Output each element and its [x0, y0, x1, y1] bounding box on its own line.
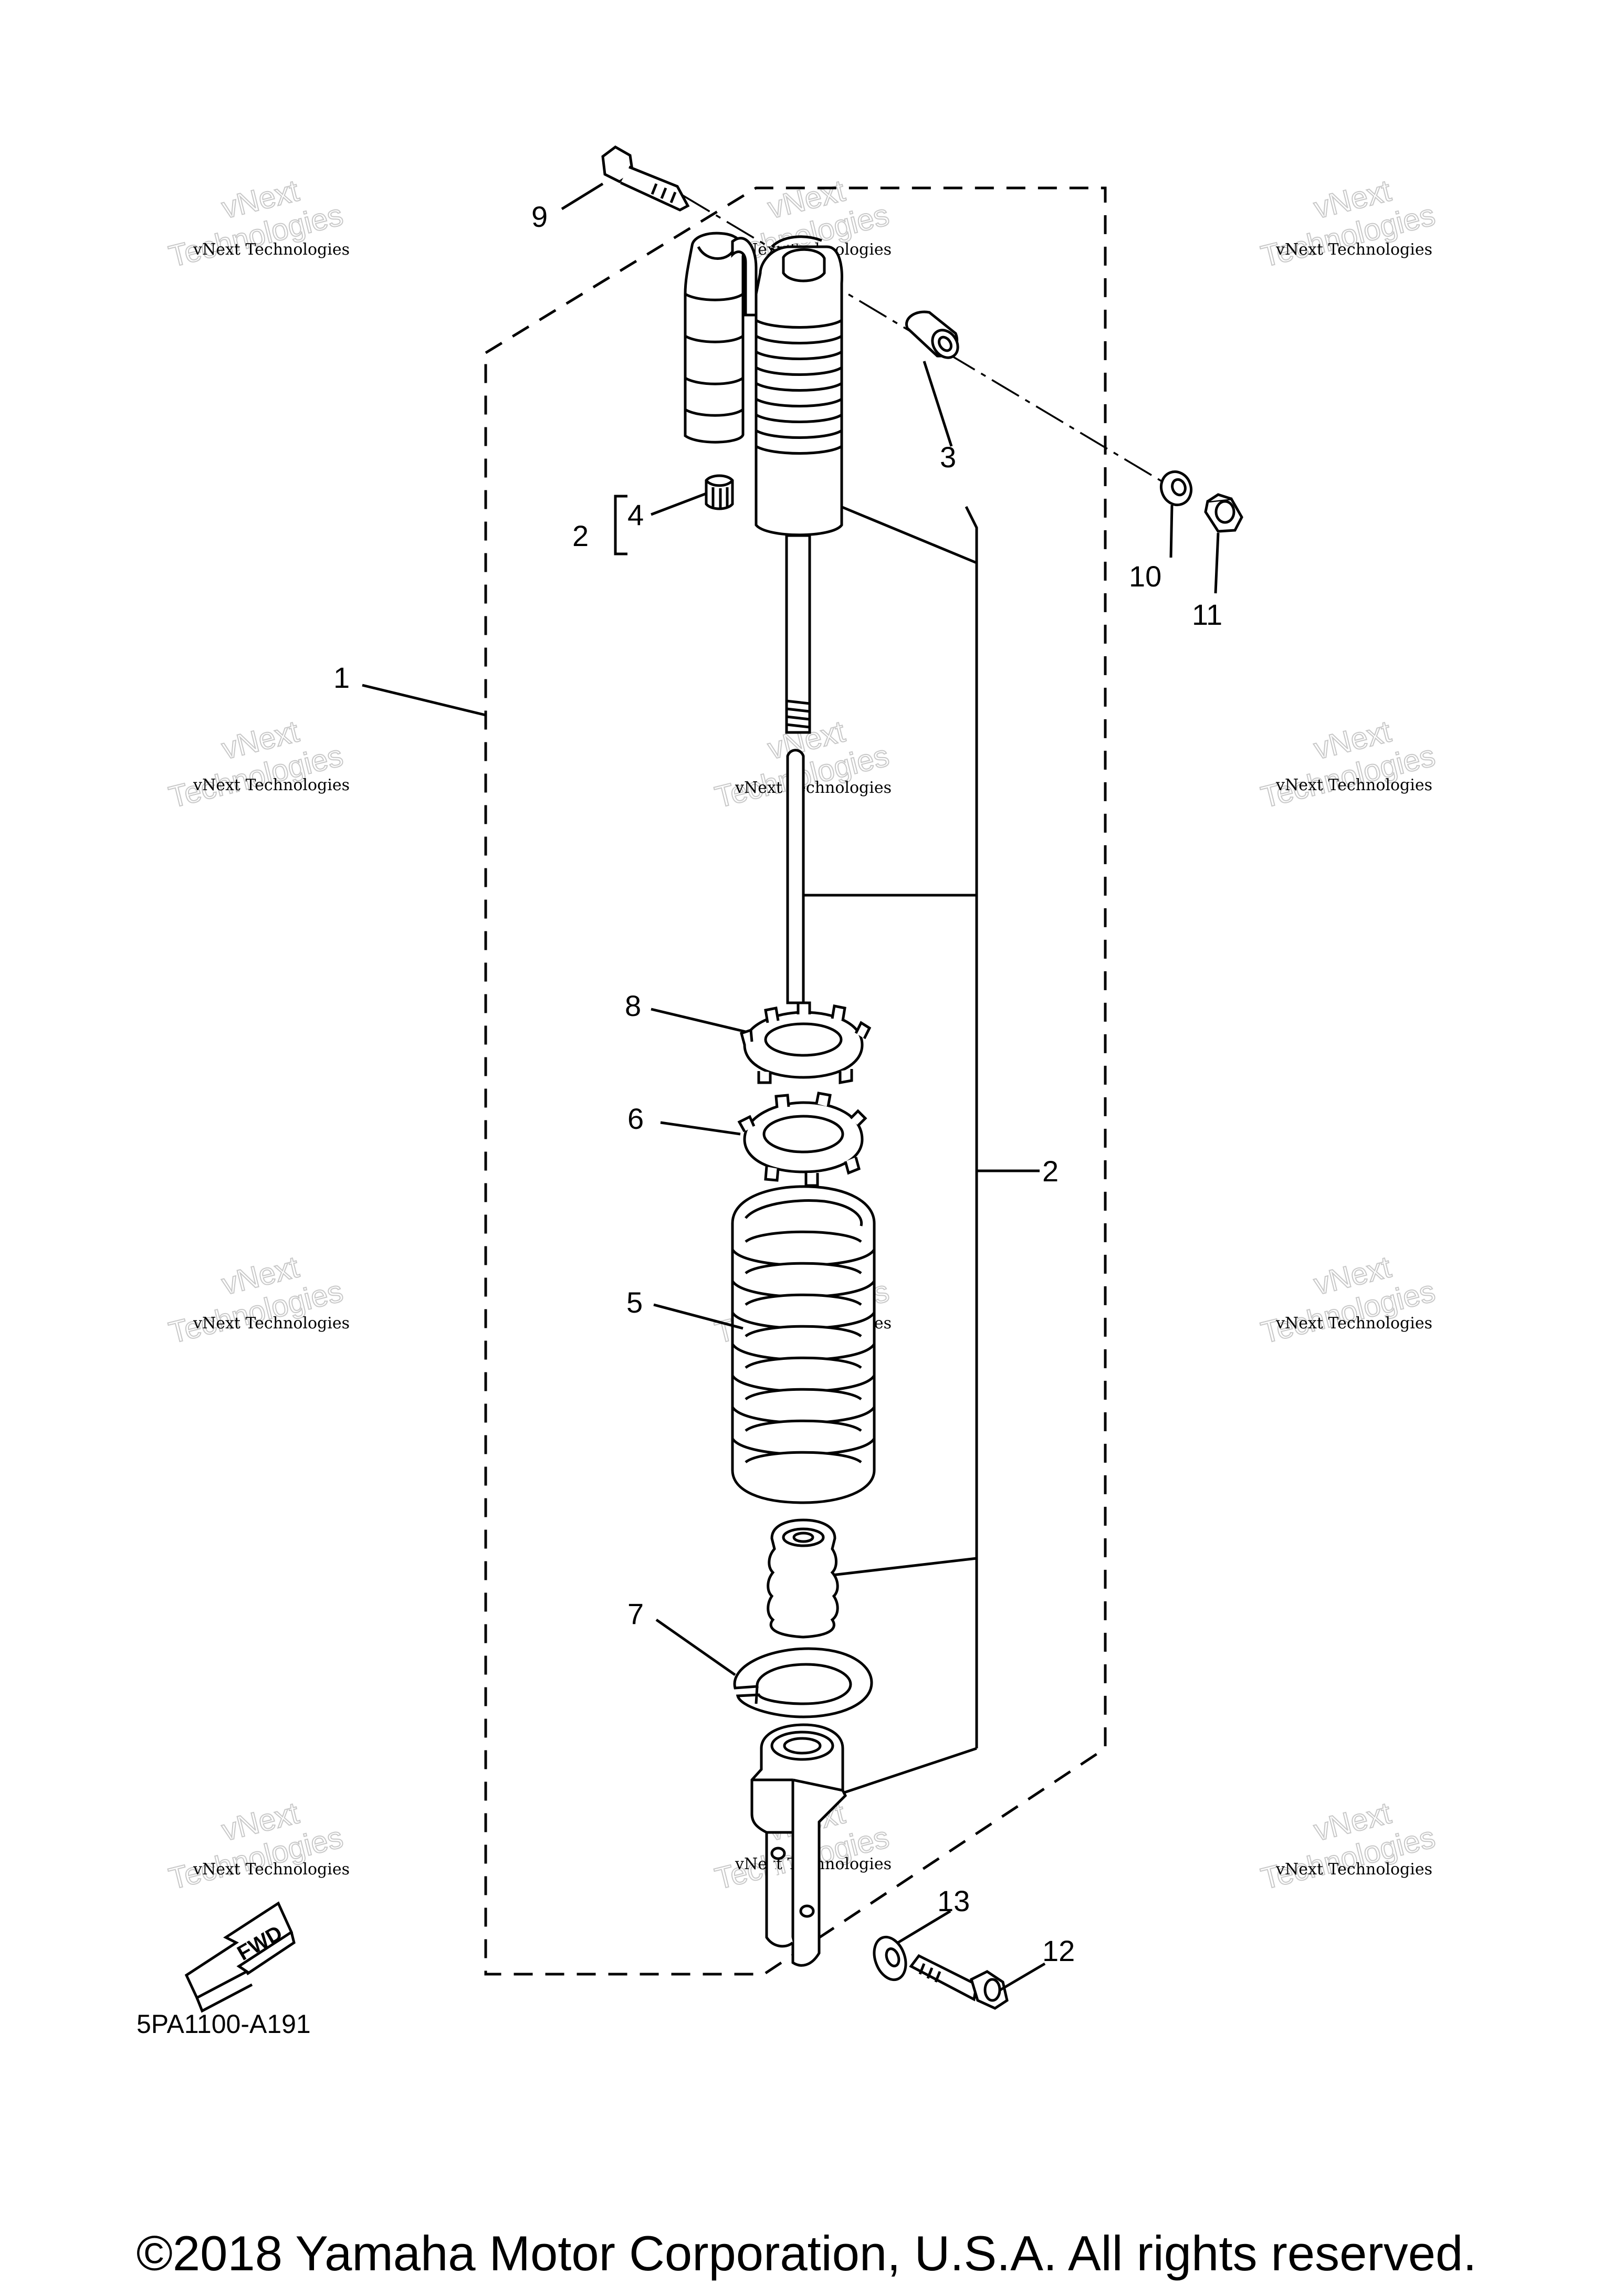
diagram-code: 5PA1100-A191 — [137, 2009, 311, 2039]
copyright-notice: ©2018 Yamaha Motor Corporation, U.S.A. A… — [136, 2226, 1477, 2281]
washer-13 — [873, 1935, 907, 1982]
watermark: vNext Technologies — [1257, 1795, 1439, 1896]
callout-8: 8 — [625, 989, 641, 1022]
watermark-text: vNext Technologies — [1275, 240, 1432, 259]
fwd-arrow: FWD — [184, 1901, 296, 2013]
watermark: vNext Technologies — [165, 714, 347, 815]
watermark-text: vNext Technologies — [193, 1314, 350, 1333]
lower-clevis — [750, 1723, 847, 1967]
watermark-text: vNext Technologies — [1275, 776, 1432, 794]
spring-clip-7 — [733, 1647, 873, 1718]
callout-4: 4 — [627, 498, 644, 531]
callout-5: 5 — [626, 1286, 643, 1319]
callout-labels: 9 3 4 2 10 11 1 8 6 2 5 7 13 12 — [333, 200, 1222, 1967]
spring-5 — [731, 1185, 876, 1504]
watermark: vNext Technologies — [165, 1795, 347, 1896]
watermark-text: vNext Technologies — [1275, 1860, 1432, 1879]
callout-7: 7 — [627, 1597, 644, 1630]
bushing-3 — [905, 310, 959, 359]
lock-nut-8 — [739, 1001, 872, 1084]
callout-6: 6 — [627, 1102, 644, 1135]
watermark: vNext Technologies — [165, 1249, 347, 1350]
nut-11 — [1204, 493, 1243, 533]
assembly-dashed-boundary — [484, 186, 1107, 1976]
callout-2-small: 2 — [572, 519, 589, 552]
callout-12: 12 — [1042, 1934, 1075, 1967]
valve-cap-4 — [705, 474, 734, 510]
callout-10: 10 — [1129, 560, 1161, 593]
bracket-2-4 — [614, 495, 627, 555]
shock-body — [755, 235, 843, 537]
piston-rod-lower — [786, 749, 805, 1004]
watermark: vNext Technologies — [1257, 1249, 1439, 1350]
bolt-12 — [909, 1954, 1009, 2010]
leader-lines — [362, 182, 1220, 1991]
bump-stop — [767, 1518, 839, 1639]
callout-2: 2 — [1042, 1155, 1059, 1188]
callout-1: 1 — [333, 661, 350, 694]
reservoir-body — [684, 232, 745, 444]
callout-9: 9 — [531, 200, 548, 233]
watermark-text: vNext Technologies — [1275, 1314, 1432, 1333]
watermark: vNext Technologies — [1257, 714, 1439, 815]
watermark-text: vNext Technologies — [193, 240, 350, 259]
adjuster-ring-6 — [737, 1092, 867, 1187]
bolt-9 — [601, 145, 690, 212]
callout-13: 13 — [937, 1884, 970, 1917]
watermark-text: vNext Technologies — [735, 779, 892, 797]
watermark-text: vNext Technologies — [193, 776, 350, 794]
washer-10 — [1160, 470, 1192, 507]
piston-rod-upper — [785, 534, 811, 734]
watermark-text: vNext Technologies — [193, 1860, 350, 1879]
callout-11: 11 — [1192, 598, 1222, 631]
item2-bracket — [801, 501, 978, 1795]
callout-3: 3 — [940, 441, 956, 474]
